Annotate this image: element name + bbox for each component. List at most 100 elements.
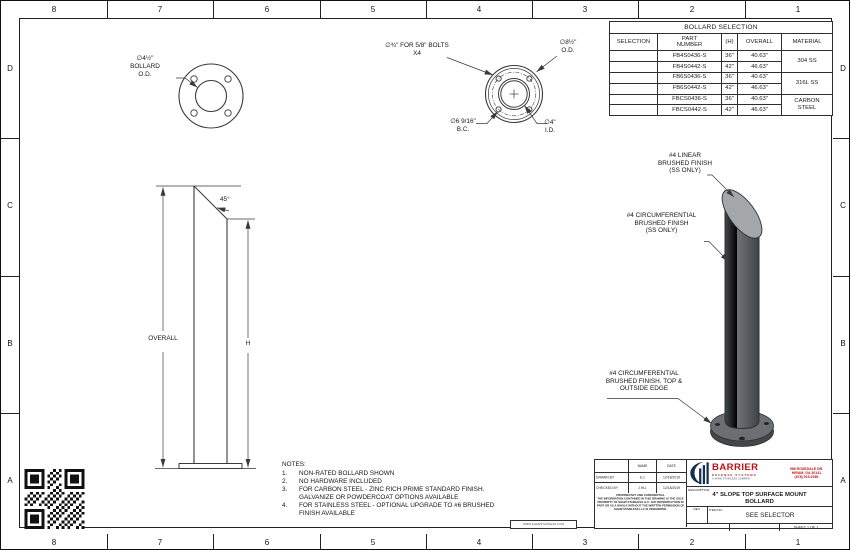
bc-callout: ∅6 9/16" B.C. xyxy=(450,118,476,133)
website-url: WWW.SHAWSTAINLESS.COM xyxy=(522,522,565,526)
material-cell: 304 SS xyxy=(782,50,832,72)
sheet-row: SHEET 1 OF 1 xyxy=(687,524,832,531)
notes-title: NOTES: xyxy=(282,461,306,468)
date-header: DATE xyxy=(667,464,676,468)
overall-cell: 46.63" xyxy=(738,60,782,72)
company-address: 986 ROSEDALE DR. HIRAM, GA 30141 (678) 9… xyxy=(789,466,824,479)
h-cell: 42" xyxy=(722,60,738,72)
zone-row: B xyxy=(7,339,13,348)
part-cell: FB6S0442-S xyxy=(658,82,722,94)
barrier-logo-icon xyxy=(690,461,709,485)
id-callout: ∅4" I.D. xyxy=(544,119,556,134)
overall-cell: 46.63" xyxy=(738,104,782,116)
selection-cell[interactable] xyxy=(610,82,658,94)
col-header-material: MATERIAL xyxy=(782,33,832,50)
dim-bollard-od: ∅4½" xyxy=(136,55,154,62)
description-label: DESCRIPTION: xyxy=(688,488,711,492)
flange-plan-left xyxy=(176,63,244,129)
overall-cell: 40.63" xyxy=(738,93,782,105)
zone-col: 3 xyxy=(582,538,588,547)
drawn-by-date: 12/18/2019 xyxy=(662,475,681,480)
rev-label: REV. xyxy=(693,507,701,512)
checked-by-name: J.HU. xyxy=(638,486,647,490)
overall-cell: 46.63" xyxy=(738,82,782,94)
zone-row: A xyxy=(840,476,846,485)
h-cell: 42" xyxy=(722,104,738,116)
isometric-view xyxy=(607,174,774,447)
table-title: BOLLARD SELECTION xyxy=(684,24,758,31)
finish-callout-base: #4 CIRCUMFERENTIAL BRUSHED FINISH. TOP &… xyxy=(605,370,683,393)
zone-col: 3 xyxy=(582,5,588,14)
finish-callout-top: #4 LINEAR BRUSHED FINISH (SS ONLY) xyxy=(658,152,712,175)
zone-col: 8 xyxy=(51,538,57,547)
checked-by-label: CHECKED BY xyxy=(596,486,619,490)
part-cell: FB6S0436-S xyxy=(658,71,722,83)
height-dim-label: H xyxy=(242,340,254,348)
zone-row: C xyxy=(840,201,846,210)
selection-cell[interactable] xyxy=(610,71,658,83)
zone-col: 5 xyxy=(370,5,376,14)
note-item: 1. NON-RATED BOLLARD SHOWN xyxy=(282,470,395,477)
zone-col: 7 xyxy=(157,538,163,547)
name-header: NAME xyxy=(637,464,648,468)
zone-col: 8 xyxy=(51,5,57,14)
col-header-overall: OVERALL xyxy=(738,33,782,50)
finish-callout-mid: #4 CIRCUMFERENTIAL BRUSHED FINISH (SS ON… xyxy=(626,212,697,235)
selection-cell[interactable] xyxy=(610,104,658,116)
drawing-border xyxy=(19,18,832,528)
bolt-callout: ∅¾" FOR 5/8" BOLTS X4 xyxy=(385,42,449,57)
brand-tagline: A SHAW STAINLESS COMPANY xyxy=(712,477,751,481)
part-cell: FBCS0442-S xyxy=(658,104,722,116)
drawn-by-name: S.J. xyxy=(639,475,646,480)
rev-item-block: REV. ITEM NO: SEE SELECTOR xyxy=(687,507,832,524)
selection-cell[interactable] xyxy=(610,93,658,105)
col-header-selection: SELECTION xyxy=(610,33,658,50)
zone-row: C xyxy=(7,201,13,210)
note-item: 4. FOR STAINLESS STEEL - OPTIONAL UPGRAD… xyxy=(282,502,495,517)
website-box: WWW.SHAWSTAINLESS.COM xyxy=(510,519,577,529)
zone-col: 1 xyxy=(795,5,801,14)
flange-plan-right xyxy=(446,55,558,124)
zone-col: 2 xyxy=(689,5,695,14)
part-cell: FBCS0436-S xyxy=(658,93,722,105)
col-header-h: (H) xyxy=(722,33,738,50)
material-cell: CARBON STEEL xyxy=(782,93,832,116)
title-block: NAME DATE DRAWN BY S.J. 12/18/2019 CHECK… xyxy=(594,459,833,531)
item-no-label: ITEM NO: xyxy=(709,508,723,512)
part-cell: FB4S0442-S xyxy=(658,60,722,72)
selection-cell[interactable] xyxy=(610,60,658,72)
brand-name: BARRIER xyxy=(712,462,759,473)
proprietary-notice: PROPRIETARY AND CONFIDENTIAL THE INFORMA… xyxy=(595,493,687,527)
brand-subtitle: DEFENSE SYSTEMS xyxy=(712,473,757,477)
zone-col: 6 xyxy=(264,5,270,14)
notes-block: NOTES: 1. NON-RATED BOLLARD SHOWN 2. NO … xyxy=(282,461,582,518)
overall-dim-label: OVERALL xyxy=(140,335,186,343)
zone-col: 5 xyxy=(370,538,376,547)
selection-cell[interactable] xyxy=(610,50,658,61)
zone-row: A xyxy=(7,476,13,485)
elevation-view xyxy=(155,185,256,469)
qr-code xyxy=(24,469,85,529)
zone-row: D xyxy=(7,64,13,73)
drawn-by-label: DRAWN BY xyxy=(596,475,615,480)
flange-left-label: ∅4½" BOLLARD O.D. xyxy=(114,55,176,79)
h-cell: 36" xyxy=(722,50,738,61)
zone-col: 2 xyxy=(689,538,695,547)
description-line2: BOLLARD xyxy=(745,498,774,505)
col-header-part: PART NUMBER xyxy=(658,33,722,50)
h-cell: 42" xyxy=(722,82,738,94)
note-item: 2. NO HARDWARE INCLUDED xyxy=(282,478,382,485)
zone-row: B xyxy=(840,339,846,348)
note-item: 3. FOR CARBON STEEL - ZINC RICH PRIME ST… xyxy=(282,486,485,501)
description-line1: 4" SLOPE TOP SURFACE MOUNT xyxy=(712,492,807,498)
zone-col: 7 xyxy=(157,5,163,14)
od-callout: ∅8½" O.D. xyxy=(559,39,577,54)
description-block: DESCRIPTION: 4" SLOPE TOP SURFACE MOUNT … xyxy=(687,487,832,507)
material-cell: 316L SS xyxy=(782,71,832,94)
zone-col: 6 xyxy=(264,538,270,547)
h-cell: 36" xyxy=(722,71,738,83)
item-no-value: SEE SELECTOR xyxy=(745,512,795,519)
checked-by-date: 12/18/2019 xyxy=(662,486,681,490)
